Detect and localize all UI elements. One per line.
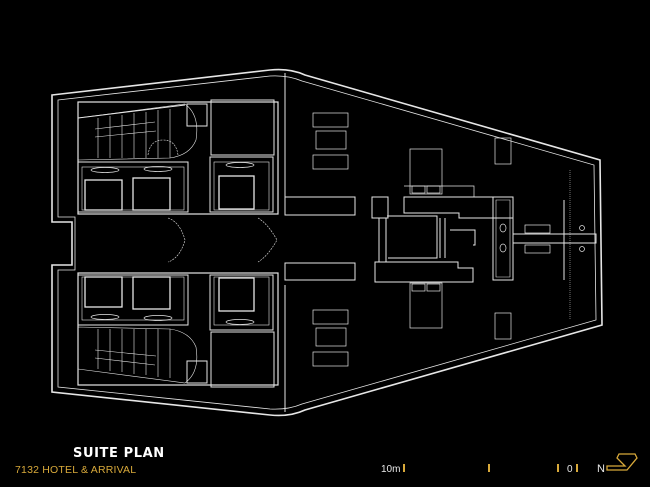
corridor-doors [167, 217, 278, 263]
furniture [312, 112, 585, 367]
scale-end-label: 0 [567, 464, 573, 475]
building-outline [51, 68, 603, 417]
north-label: N [597, 463, 605, 475]
scale-tick [576, 464, 578, 472]
stair-top [77, 103, 198, 161]
scale-tick [488, 464, 490, 472]
scale-start-label: 10m [381, 464, 401, 475]
suite-walls [284, 170, 597, 320]
scale-tick [403, 464, 405, 472]
bottom-core [77, 272, 279, 388]
top-core [77, 99, 279, 215]
plan-title: SUITE PLAN [73, 446, 165, 461]
north-arrow-icon [606, 453, 638, 471]
scale-tick [557, 464, 559, 472]
plan-subtitle: 7132 HOTEL & ARRIVAL [15, 464, 137, 476]
